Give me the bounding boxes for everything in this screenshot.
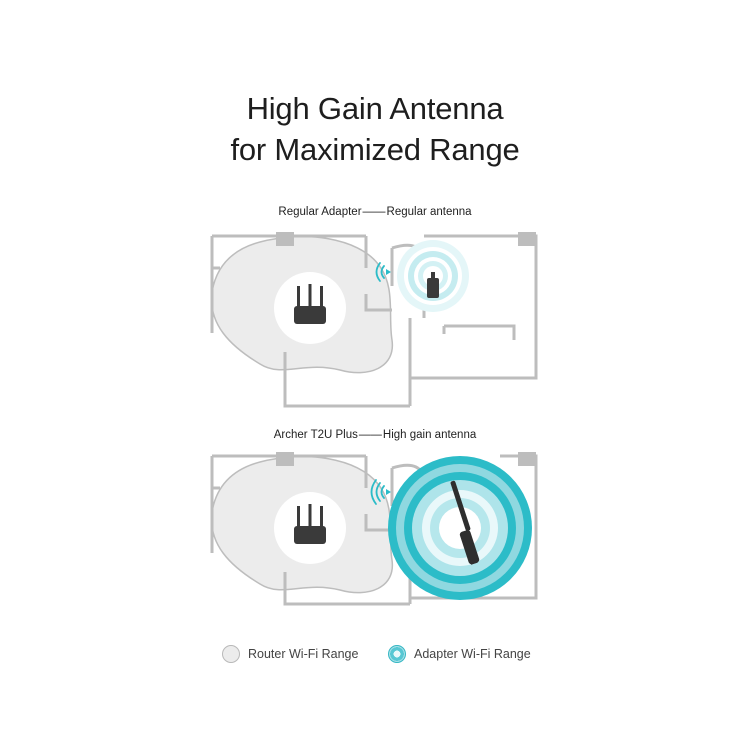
floorplan-regular [210, 232, 538, 408]
panel-label-regular-left: Regular Adapter [278, 206, 362, 218]
panel-label-archer-separator: —— [358, 429, 382, 441]
router-icon [294, 504, 326, 544]
legend-label-adapter: Adapter Wi-Fi Range [414, 647, 531, 661]
legend-item-router: Router Wi-Fi Range [222, 645, 358, 663]
router-icon [294, 284, 326, 324]
panel-label-archer-right: High gain antenna [382, 429, 477, 441]
legend: Router Wi-Fi Range Adapter Wi-Fi Range [0, 645, 750, 667]
wifi-signal-icon [375, 262, 391, 282]
panel-label-regular-right: Regular antenna [386, 206, 472, 218]
legend-label-router: Router Wi-Fi Range [248, 647, 359, 661]
adapter-range-area [388, 456, 532, 600]
wall-pillar [518, 452, 536, 466]
adapter-range-swatch-icon [388, 645, 406, 663]
wifi-signal-icon [370, 479, 391, 505]
title-line-1: High Gain Antenna [246, 91, 504, 126]
panel-label-regular-separator: —— [362, 206, 386, 218]
diagram-high-gain-adapter [200, 448, 550, 628]
panel-label-archer-left: Archer T2U Plus [273, 429, 358, 441]
page-title: High Gain Antenna for Maximized Range [0, 88, 750, 170]
wall-pillar [518, 232, 536, 246]
wall-pillar [276, 452, 294, 466]
wall-pillar [276, 232, 294, 246]
legend-item-adapter: Adapter Wi-Fi Range [388, 645, 531, 663]
floorplan-high-gain [210, 452, 538, 606]
high-gain-antenna-icon [450, 480, 480, 565]
panel-label-regular: Regular Adapter——Regular antenna [0, 206, 750, 218]
panel-label-archer: Archer T2U Plus——High gain antenna [0, 429, 750, 441]
title-line-2: for Maximized Range [230, 132, 520, 167]
usb-adapter-icon [427, 272, 439, 298]
diagram-regular-adapter [200, 228, 550, 408]
router-range-swatch-icon [222, 645, 240, 663]
